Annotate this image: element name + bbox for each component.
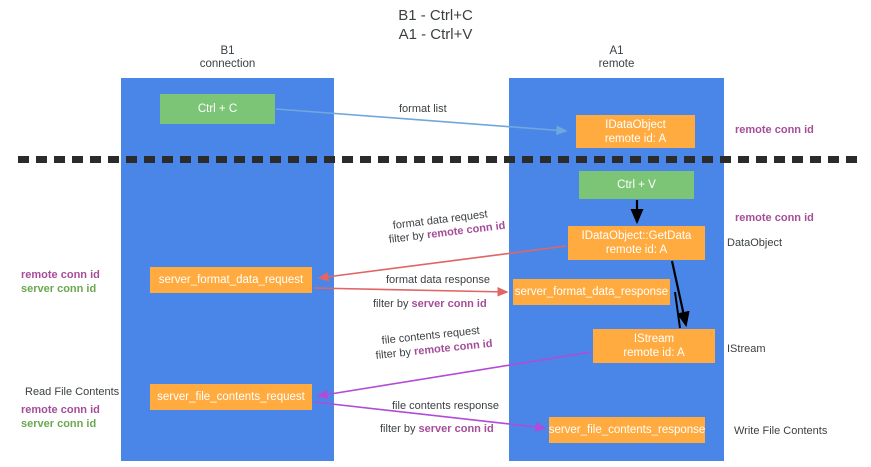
node-ctrl-c[interactable]: Ctrl + C xyxy=(160,94,275,124)
filter-key-server-conn-id: server conn id xyxy=(418,423,494,435)
column-header-a1: A1 remote xyxy=(509,45,724,71)
annotation-server-conn-id: server conn id xyxy=(21,418,97,430)
node-ctrl-v[interactable]: Ctrl + V xyxy=(579,171,694,199)
column-header-a1-name: A1 xyxy=(609,45,624,57)
title-line-1: B1 - Ctrl+C xyxy=(398,7,473,24)
node-istream-label: IStream xyxy=(633,333,675,345)
annotation-text: remote conn id xyxy=(735,212,814,224)
node-istream-sub: remote id: A xyxy=(623,347,685,359)
annotation-remote-conn-id: remote conn id xyxy=(21,269,100,281)
filter-prefix: filter by xyxy=(388,229,428,246)
node-server-file-contents-request[interactable]: server_file_contents_request xyxy=(150,384,312,410)
annotation-left-conn-ids-format: remote conn id server conn id xyxy=(21,268,100,296)
edge-label-format-list: format list xyxy=(399,102,447,116)
edge-label-format-list-text: format list xyxy=(399,103,447,115)
annotation-right-write-file-contents: Write File Contents xyxy=(734,424,827,438)
annotation-right-istream: IStream xyxy=(727,342,766,356)
filter-prefix: filter by xyxy=(373,298,412,310)
node-idataobject-label: IDataObject xyxy=(605,118,666,131)
edge-label-format-data-response-text: format data response xyxy=(386,274,490,286)
annotation-left-read-file-contents: Read File Contents xyxy=(25,385,119,399)
node-server-format-data-request[interactable]: server_format_data_request xyxy=(150,267,312,293)
annotation-text: Read File Contents xyxy=(25,386,120,398)
node-idataobject-sub: remote id: A xyxy=(604,132,667,145)
annotation-server-conn-id: server conn id xyxy=(21,283,97,295)
node-istream[interactable]: IStream remote id: A xyxy=(593,329,715,363)
filter-prefix: filter by xyxy=(375,345,415,362)
edge-label-file-contents-response-text: file contents response xyxy=(392,400,500,412)
node-server-format-data-response[interactable]: server_format_data_response xyxy=(513,279,670,305)
node-server-file-contents-response[interactable]: server_file_contents_response xyxy=(549,417,705,443)
title-line-2: A1 - Ctrl+V xyxy=(398,26,473,43)
column-header-b1-role: connection xyxy=(199,58,256,70)
node-idataobject[interactable]: IDataObject remote id: A xyxy=(576,115,695,148)
edge-label-file-contents-response: file contents response xyxy=(392,399,499,413)
phase-separator-divider xyxy=(18,156,861,163)
node-ctrl-v-label: Ctrl + V xyxy=(617,179,656,191)
edge-label-format-data-response: format data response xyxy=(386,273,490,287)
node-idataobject-getdata[interactable]: IDataObject::GetData remote id: A xyxy=(568,226,705,260)
node-ctrl-c-label: Ctrl + C xyxy=(197,103,238,115)
node-idataobject-getdata-label: IDataObject::GetData xyxy=(581,230,692,242)
column-header-b1: B1 connection xyxy=(121,45,334,71)
node-server-format-data-request-label: server_format_data_request xyxy=(158,274,304,286)
diagram-title: B1 - Ctrl+C A1 - Ctrl+V xyxy=(0,6,871,44)
annotation-remote-conn-id: remote conn id xyxy=(21,404,100,416)
node-server-format-data-response-label: server_format_data_response xyxy=(514,286,669,298)
node-idataobject-getdata-sub: remote id: A xyxy=(605,244,668,256)
node-server-file-contents-request-label: server_file_contents_request xyxy=(157,391,305,403)
column-header-b1-name: B1 xyxy=(220,45,235,57)
edge-label-file-contents-response-filter: filter by server conn id xyxy=(380,422,494,436)
annotation-text: DataObject xyxy=(727,237,783,249)
filter-prefix: filter by xyxy=(380,423,419,435)
annotation-left-conn-ids-file: remote conn id server conn id xyxy=(21,403,100,431)
filter-key-server-conn-id: server conn id xyxy=(411,298,487,310)
annotation-right-remote-conn-id-top: remote conn id xyxy=(735,123,814,137)
annotation-text: Write File Contents xyxy=(734,425,828,437)
column-header-a1-role: remote xyxy=(598,58,635,70)
annotation-text: IStream xyxy=(727,343,766,355)
annotation-right-remote-conn-id-mid: remote conn id xyxy=(735,211,814,225)
edge-label-format-data-response-filter: filter by server conn id xyxy=(373,297,487,311)
connector-format-data-response xyxy=(313,287,509,297)
annotation-text: remote conn id xyxy=(735,124,814,136)
annotation-right-dataobject: DataObject xyxy=(727,236,782,250)
node-server-file-contents-response-label: server_file_contents_response xyxy=(548,424,706,436)
